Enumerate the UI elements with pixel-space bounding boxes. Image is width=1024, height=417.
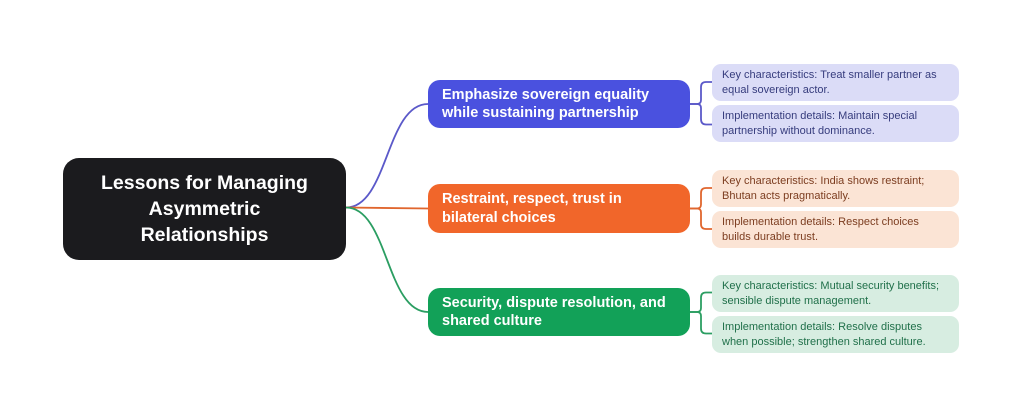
branch-3-to-leaf-1-connector bbox=[689, 291, 713, 313]
branch-1-to-leaf-1-connector bbox=[689, 81, 713, 105]
root-to-branch-1-connector bbox=[345, 103, 429, 209]
leaf-node-key-characteristics[interactable]: Key characteristics: India shows restrai… bbox=[712, 170, 959, 208]
leaf-node-label: Implementation details: Resolve disputes… bbox=[722, 321, 926, 348]
leaf-node-label: Key characteristics: Treat smaller partn… bbox=[722, 69, 937, 96]
root-node[interactable]: Lessons for Managing Asymmetric Relation… bbox=[63, 158, 346, 260]
leaf-node-implementation-details[interactable]: Implementation details: Respect choices … bbox=[712, 211, 959, 249]
leaf-node-implementation-details[interactable]: Implementation details: Maintain special… bbox=[712, 105, 959, 143]
leaf-node-key-characteristics[interactable]: Key characteristics: Treat smaller partn… bbox=[712, 64, 959, 102]
leaf-node-label: Implementation details: Maintain special… bbox=[722, 110, 918, 137]
branch-node-label: Security, dispute resolution, and shared… bbox=[442, 294, 666, 329]
branch-node-label: Emphasize sovereign equality while susta… bbox=[442, 86, 650, 121]
branch-1-to-leaf-2-connector bbox=[689, 103, 713, 126]
root-to-branch-3-connector bbox=[345, 206, 429, 313]
branch-3-to-leaf-2-connector bbox=[689, 311, 713, 335]
leaf-node-label: Key characteristics: India shows restrai… bbox=[722, 175, 925, 202]
branch-node-label: Restraint, respect, trust in bilateral c… bbox=[442, 191, 622, 226]
leaf-node-label: Implementation details: Respect choices … bbox=[722, 216, 919, 243]
leaf-node-key-characteristics[interactable]: Key characteristics: Mutual security ben… bbox=[712, 275, 959, 313]
branch-node-sovereign-equality[interactable]: Emphasize sovereign equality while susta… bbox=[428, 80, 690, 128]
branch-2-to-leaf-1-connector bbox=[689, 187, 713, 210]
leaf-node-implementation-details[interactable]: Implementation details: Resolve disputes… bbox=[712, 316, 959, 354]
root-to-branch-2-connector bbox=[345, 206, 429, 210]
branch-node-restraint-respect-trust[interactable]: Restraint, respect, trust in bilateral c… bbox=[428, 184, 690, 233]
branch-2-to-leaf-2-connector bbox=[689, 207, 713, 230]
leaf-node-label: Key characteristics: Mutual security ben… bbox=[722, 280, 940, 307]
branch-node-security-dispute-culture[interactable]: Security, dispute resolution, and shared… bbox=[428, 288, 690, 336]
root-node-label: Lessons for Managing Asymmetric Relation… bbox=[101, 171, 308, 247]
